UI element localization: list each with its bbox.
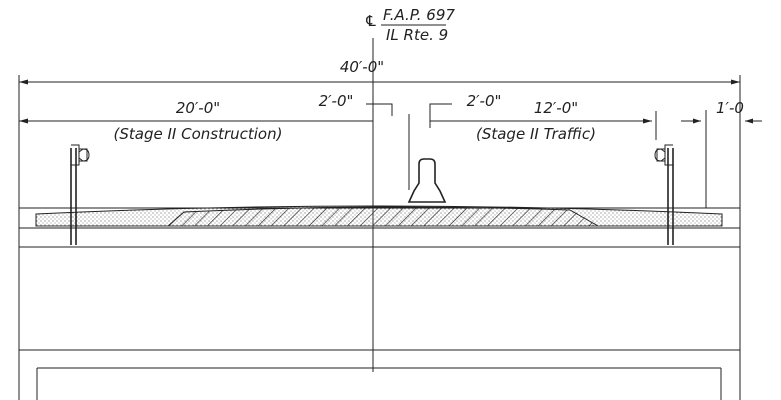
overall-dimension-text: 40′-0" xyxy=(340,58,384,76)
right-edge-dimension: 1′-0 xyxy=(716,99,744,117)
route-top-label: F.A.P. 697 xyxy=(383,6,455,24)
center-right-dimension: 2′-0" xyxy=(467,92,502,110)
center-left-dimension: 2′-0" xyxy=(319,92,354,110)
temporary-concrete-barrier xyxy=(407,158,447,203)
centerline-symbol: ℄ xyxy=(364,12,377,30)
left-width-dimension: 20′-0" xyxy=(176,99,220,117)
right-width-dimension: 12′-0" xyxy=(534,99,578,117)
superstructure xyxy=(18,228,741,400)
route-bottom-label: IL Rte. 9 xyxy=(386,26,448,44)
stage-traffic-label: (Stage II Traffic) xyxy=(476,125,596,143)
right-railing xyxy=(654,144,674,245)
detail-dimensions: 20′-0" 2′-0" 2′-0" 12′-0" 1′-0 xyxy=(19,92,762,208)
stage-construction-label: (Stage II Construction) xyxy=(114,125,283,143)
centerline-header: ℄ F.A.P. 697 IL Rte. 9 xyxy=(364,6,455,44)
left-railing xyxy=(70,144,90,245)
hatched-slab-section xyxy=(166,206,600,227)
overall-dimension: 40′-0" xyxy=(18,58,741,208)
bridge-deck xyxy=(18,205,741,229)
